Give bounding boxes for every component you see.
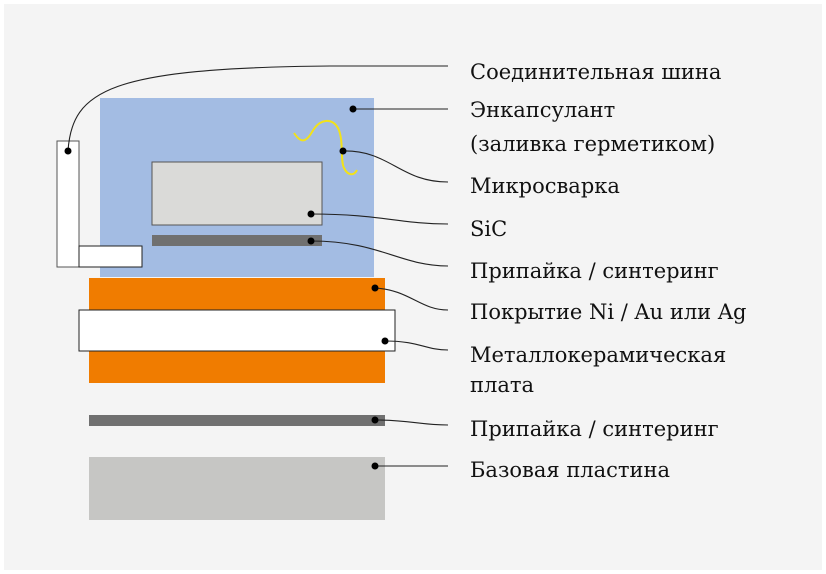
leader-dots bbox=[64, 105, 389, 470]
solder-layer-bottom bbox=[89, 415, 385, 426]
label-encapsulant: Энкапсулант bbox=[470, 98, 615, 122]
busbar-vertical bbox=[56, 140, 80, 268]
ceramic-substrate bbox=[78, 309, 396, 352]
leader-lines bbox=[67, 65, 449, 467]
label-solder-top: Припайка / синтеринг bbox=[470, 259, 719, 283]
label-baseplate: Базовая пластина bbox=[470, 458, 670, 482]
label-coating: Покрытие Ni / Au или Ag bbox=[470, 300, 746, 324]
label-encapsulant-note: (заливка герметиком) bbox=[470, 132, 715, 156]
label-sic: SiC bbox=[470, 217, 507, 241]
wire-bond bbox=[293, 120, 358, 176]
label-substrate: Металлокерамическая bbox=[470, 343, 726, 367]
label-solder-bottom: Припайка / синтеринг bbox=[470, 417, 719, 441]
baseplate bbox=[89, 457, 385, 520]
sic-chip bbox=[151, 161, 323, 226]
label-busbar: Соединительная шина bbox=[470, 60, 721, 84]
solder-layer-top bbox=[152, 235, 322, 246]
label-wire-bond: Микросварка bbox=[470, 174, 620, 198]
busbar-foot bbox=[78, 245, 143, 268]
label-substrate-2: плата bbox=[470, 373, 534, 397]
